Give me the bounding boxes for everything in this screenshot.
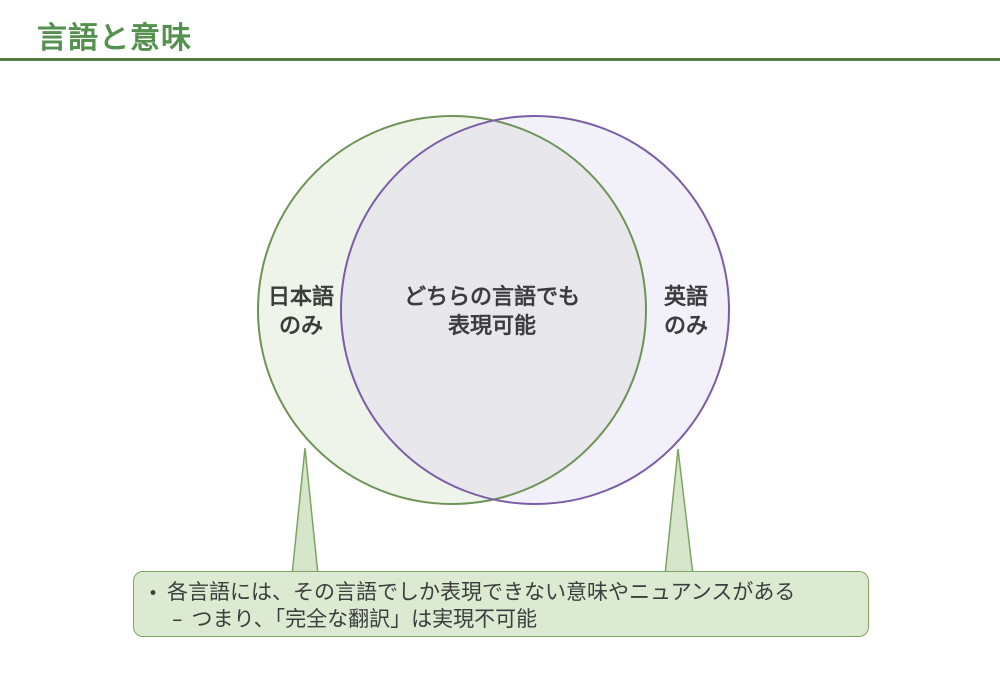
japanese-circle-outline	[257, 115, 647, 505]
label-japanese-only-line1: 日本語	[267, 285, 334, 310]
english-circle-outline	[340, 115, 730, 505]
label-japanese-only-line2: のみ	[278, 314, 323, 339]
callout-pointer-right	[664, 448, 694, 576]
label-english-only: 英語 のみ	[626, 283, 746, 341]
label-english-only-line1: 英語	[663, 285, 708, 310]
label-english-only-line2: のみ	[663, 314, 708, 339]
callout-box: • 各言語には、その言語でしか表現できない意味やニュアンスがある – つまり、「…	[133, 571, 869, 637]
callout-line-1-text: 各言語には、その言語でしか表現できない意味やニュアンスがある	[167, 580, 796, 604]
label-both-languages-line2: 表現可能	[447, 314, 536, 339]
dash-marker: –	[172, 607, 183, 631]
label-japanese-only: 日本語 のみ	[241, 283, 361, 341]
callout-line-2: – つまり、「完全な翻訳」は実現不可能	[172, 607, 858, 632]
callout-line-2-text: つまり、「完全な翻訳」は実現不可能	[191, 607, 538, 631]
callout-pointer-left	[291, 447, 319, 576]
label-both-languages: どちらの言語でも 表現可能	[372, 283, 612, 341]
label-both-languages-line1: どちらの言語でも	[403, 285, 580, 310]
bullet-marker: •	[148, 584, 159, 604]
callout-line-1: • 各言語には、その言語でしか表現できない意味やニュアンスがある	[148, 580, 858, 607]
title-divider-rule	[0, 58, 1000, 61]
slide-title: 言語と意味	[37, 21, 192, 56]
